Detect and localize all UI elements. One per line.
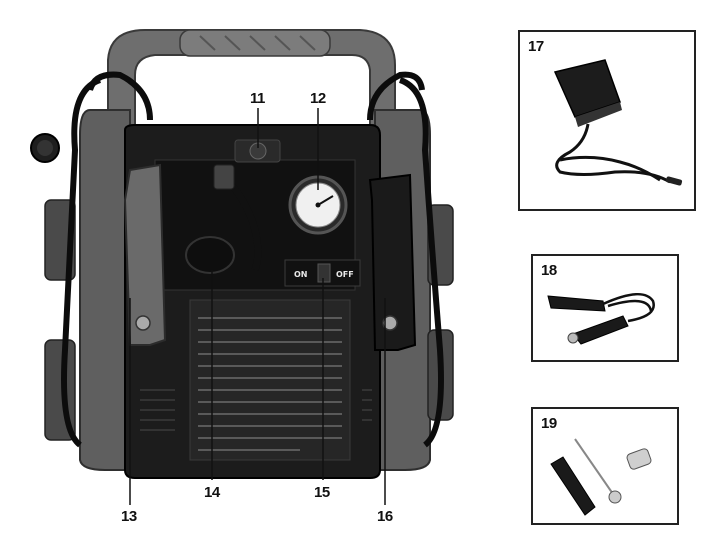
callout-16: 16 [377, 508, 393, 525]
nozzle-adapters-illustration [550, 438, 652, 516]
dc-cord-illustration [547, 293, 655, 345]
inset-label-18: 18 [541, 262, 557, 279]
warning-label [189, 299, 351, 461]
callout-14: 14 [204, 484, 220, 501]
switch-on-label: ON [294, 270, 308, 279]
inset-dc-cord: 18 [531, 254, 679, 362]
callout-12: 12 [310, 90, 326, 107]
negative-clamp [123, 163, 167, 346]
inset-label-17: 17 [528, 38, 544, 55]
ac-adapter-illustration [553, 59, 683, 186]
switch-off-label: OFF [336, 270, 354, 279]
left-housing [79, 109, 131, 471]
cable-right [398, 77, 444, 448]
callout-11: 11 [250, 90, 265, 107]
inset-label-19: 19 [541, 415, 557, 432]
positive-clamp [368, 173, 417, 351]
callout-13: 13 [121, 508, 137, 525]
inset-nozzle-adapters: 19 [531, 407, 679, 525]
callout-15: 15 [314, 484, 330, 501]
cable-left [61, 77, 102, 448]
inset-ac-charger: 17 [518, 30, 696, 211]
